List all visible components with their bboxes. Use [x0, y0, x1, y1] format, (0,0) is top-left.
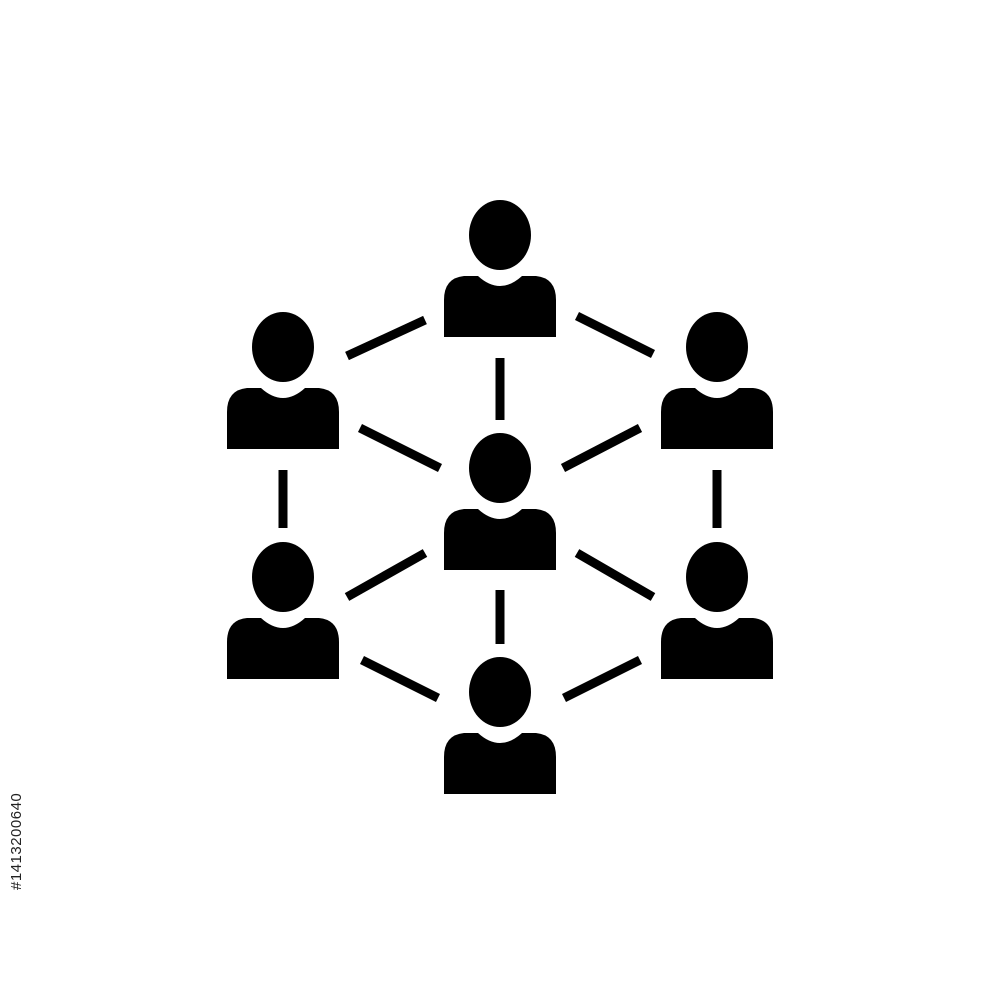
- person-top-person-icon: [444, 200, 556, 337]
- person-body: [444, 733, 556, 794]
- person-head: [469, 657, 531, 727]
- connector-line-upper-right-center: [560, 424, 643, 472]
- connector-line-center-lower-left: [344, 549, 428, 601]
- person-head: [686, 312, 748, 382]
- person-body: [227, 618, 339, 679]
- person-head: [252, 312, 314, 382]
- person-upper-right-person-icon: [661, 312, 773, 449]
- person-head: [686, 542, 748, 612]
- connector-line-center-lower-right: [574, 549, 656, 601]
- connector-line-top-upper-right: [574, 311, 656, 359]
- person-body: [444, 509, 556, 570]
- connector-line-lower-right-bottom: [561, 655, 643, 703]
- connector-line-upper-left-center: [357, 423, 443, 473]
- connector-line-top-upper-left: [345, 315, 427, 361]
- person-head: [469, 433, 531, 503]
- person-body: [661, 388, 773, 449]
- person-upper-left-person-icon: [227, 312, 339, 449]
- person-body: [227, 388, 339, 449]
- person-head: [469, 200, 531, 270]
- connection-lines: [278, 311, 722, 703]
- person-center-person-icon: [444, 433, 556, 570]
- person-head: [252, 542, 314, 612]
- person-lower-left-person-icon: [227, 542, 339, 679]
- person-body: [661, 618, 773, 679]
- people-group: [227, 200, 773, 794]
- person-body: [444, 276, 556, 337]
- person-bottom-person-icon: [444, 657, 556, 794]
- connector-line-lower-left-bottom: [359, 655, 441, 703]
- person-lower-right-person-icon: [661, 542, 773, 679]
